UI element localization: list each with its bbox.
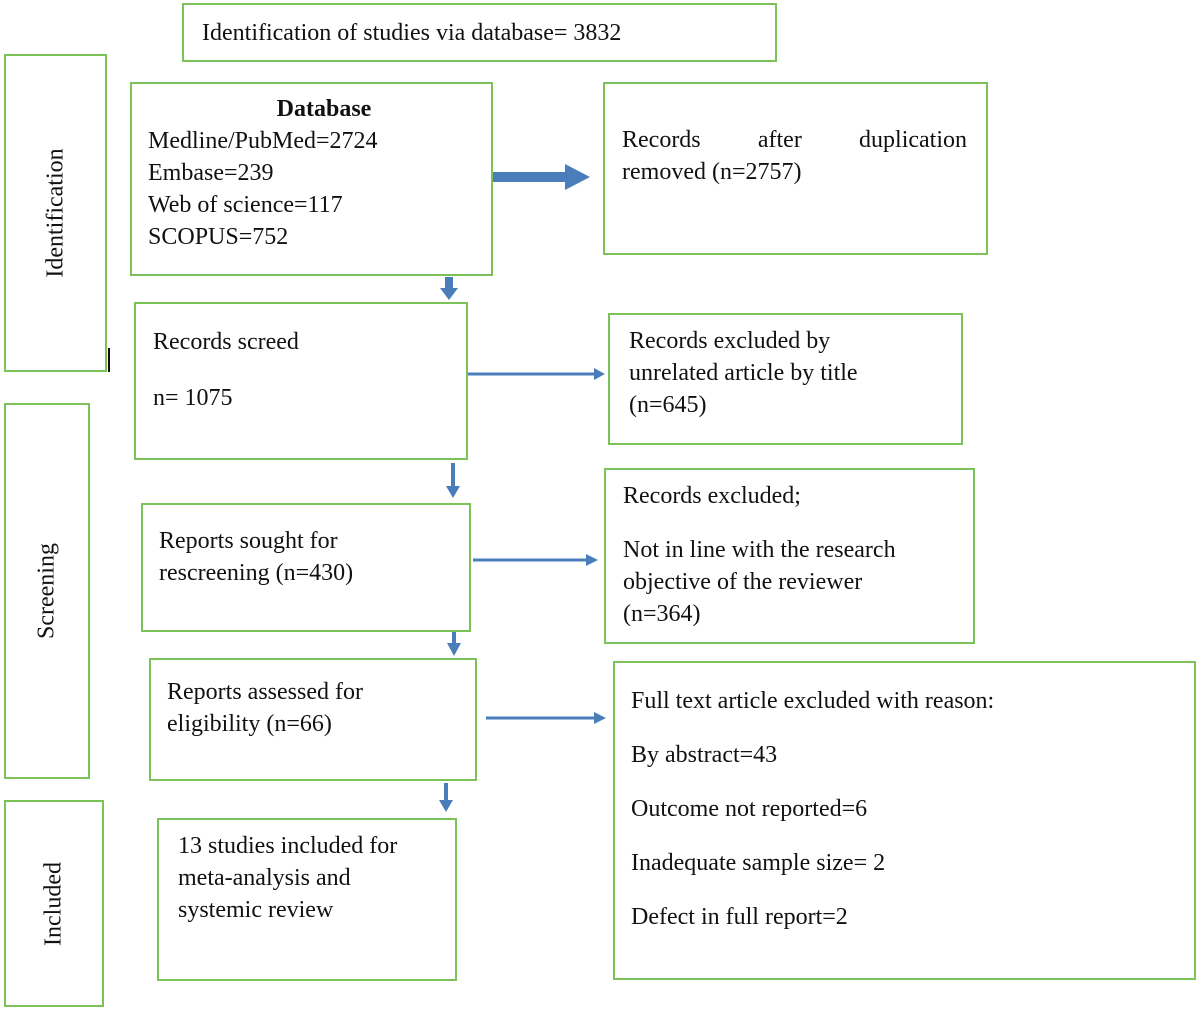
database-title: Database: [276, 96, 372, 122]
fulltext-excluded-line: Defect in full report=2: [631, 904, 848, 930]
reports-sought-line: Reports sought for: [159, 528, 338, 554]
stage-screening-label: Screening: [33, 543, 60, 639]
studies-included-line: systemic review: [178, 897, 334, 923]
database-line: SCOPUS=752: [148, 224, 289, 250]
arrow-screened-to-excluded: [468, 368, 605, 380]
arrow-down-1: [440, 277, 458, 300]
reports-assessed-box: Reports assessed for eligibility (n=66): [149, 658, 477, 781]
arrow-database-to-duplicates: [493, 164, 590, 190]
arrow-down-3: [447, 632, 461, 656]
excluded-objective-heading: Records excluded;: [623, 483, 801, 509]
arrow-assessed-to-fulltext: [486, 712, 606, 724]
stage-included: Included: [4, 800, 104, 1007]
excluded-title-line: unrelated article by title: [629, 360, 858, 386]
duplicates-removed-box: Records after duplication removed (n=275…: [603, 82, 988, 255]
reports-sought-line: rescreening (n=430): [159, 560, 354, 586]
header-box: Identification of studies via database= …: [182, 3, 777, 62]
studies-included-line: meta-analysis and: [178, 865, 351, 891]
excluded-title-line: Records excluded by: [629, 328, 831, 354]
excluded-title-line: (n=645): [629, 392, 707, 418]
studies-included-line: 13 studies included for: [178, 833, 398, 859]
database-box: Database Medline/PubMed=2724 Embase=239 …: [130, 82, 493, 276]
records-screened-label: Records screed: [153, 329, 299, 355]
excluded-objective-line: Not in line with the research: [623, 537, 896, 563]
header-text: Identification of studies via database= …: [202, 20, 622, 46]
studies-included-box: 13 studies included for meta-analysis an…: [157, 818, 457, 981]
stray-tick-mark: [108, 348, 110, 372]
reports-assessed-line: Reports assessed for: [167, 679, 363, 705]
fulltext-excluded-line: Full text article excluded with reason:: [631, 688, 995, 714]
excluded-objective-line: (n=364): [623, 601, 701, 627]
records-screened-box: Records screed n= 1075: [134, 302, 468, 460]
database-line: Web of science=117: [148, 192, 343, 218]
excluded-objective-box: Records excluded; Not in line with the r…: [604, 468, 975, 644]
duplicates-line: Records after duplication: [622, 127, 967, 153]
database-line: Embase=239: [148, 160, 274, 186]
database-line: Medline/PubMed=2724: [148, 128, 378, 154]
excluded-objective-line: objective of the reviewer: [623, 569, 863, 595]
arrow-down-4: [439, 783, 453, 812]
fulltext-excluded-line: By abstract=43: [631, 742, 778, 768]
duplicates-line: removed (n=2757): [622, 159, 802, 185]
stage-included-label: Included: [40, 861, 67, 946]
fulltext-excluded-box: Full text article excluded with reason: …: [613, 661, 1196, 980]
records-screened-count: n= 1075: [153, 385, 233, 411]
stage-identification-label: Identification: [42, 148, 68, 278]
fulltext-excluded-line: Outcome not reported=6: [631, 796, 868, 822]
stage-identification: Identification: [4, 54, 107, 372]
reports-assessed-line: eligibility (n=66): [167, 711, 332, 737]
excluded-by-title-box: Records excluded by unrelated article by…: [608, 313, 963, 445]
arrow-down-2: [446, 463, 460, 498]
stage-screening: Screening: [4, 403, 90, 779]
arrow-sought-to-excluded: [473, 554, 598, 566]
fulltext-excluded-line: Inadequate sample size= 2: [631, 850, 886, 876]
reports-sought-box: Reports sought for rescreening (n=430): [141, 503, 471, 632]
